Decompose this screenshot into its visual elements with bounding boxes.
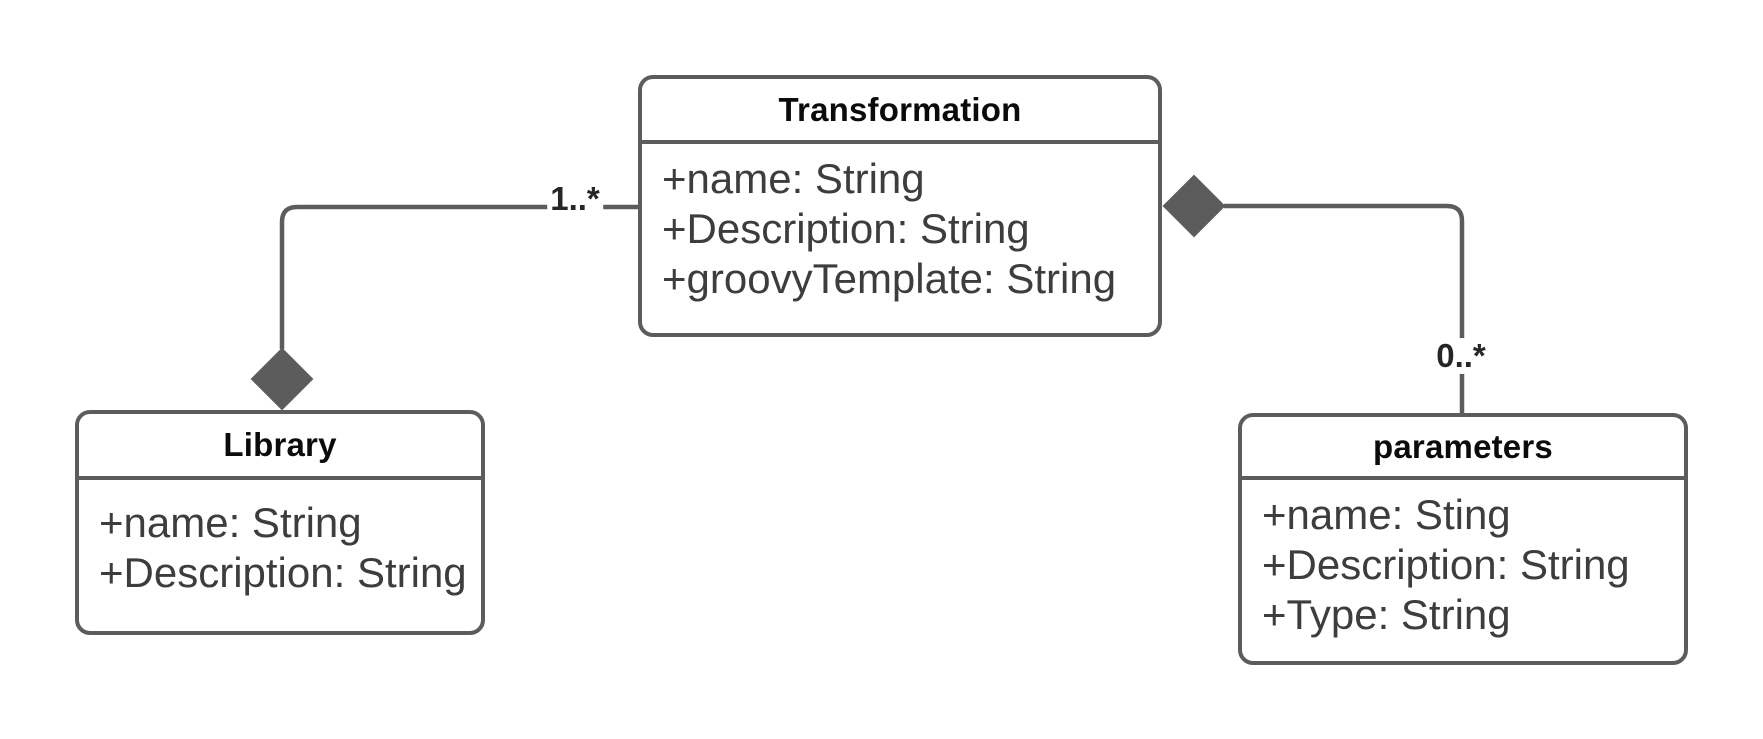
composition-diamond-library[interactable] <box>250 347 314 411</box>
class-title: Library <box>79 414 481 480</box>
composition-link-library-transformation[interactable] <box>250 204 638 411</box>
class-attribute: +Type: String <box>1262 591 1511 638</box>
class-box-library[interactable]: Library +name: String +Description: Stri… <box>75 410 485 635</box>
composition-link-transformation-parameters[interactable] <box>1162 174 1465 413</box>
link-path-parameters[interactable] <box>1224 203 1465 413</box>
class-attributes: +name: String +Description: String <box>79 480 481 631</box>
class-attribute: +name: String <box>662 155 925 202</box>
link-path-library[interactable] <box>279 204 638 349</box>
class-box-transformation[interactable]: Transformation +name: String +Descriptio… <box>638 75 1162 337</box>
class-attribute: +Description: String <box>662 205 1030 252</box>
composition-diamond-transformation[interactable] <box>1162 174 1226 238</box>
class-attributes: +name: Sting +Description: String +Type:… <box>1242 480 1684 661</box>
class-attributes: +name: String +Description: String +groo… <box>642 144 1158 333</box>
class-title: parameters <box>1242 417 1684 480</box>
multiplicity-label-parameters-link[interactable]: 0..* <box>1433 338 1489 374</box>
class-attribute: +name: Sting <box>1262 491 1511 538</box>
class-title: Transformation <box>642 79 1158 144</box>
multiplicity-label-library-link[interactable]: 1..* <box>547 181 603 217</box>
class-attribute: +groovyTemplate: String <box>662 255 1117 302</box>
class-attribute: +Description: String <box>99 549 467 596</box>
class-attribute: +name: String <box>99 499 362 546</box>
class-box-parameters[interactable]: parameters +name: Sting +Description: St… <box>1238 413 1688 665</box>
class-attribute: +Description: String <box>1262 541 1630 588</box>
